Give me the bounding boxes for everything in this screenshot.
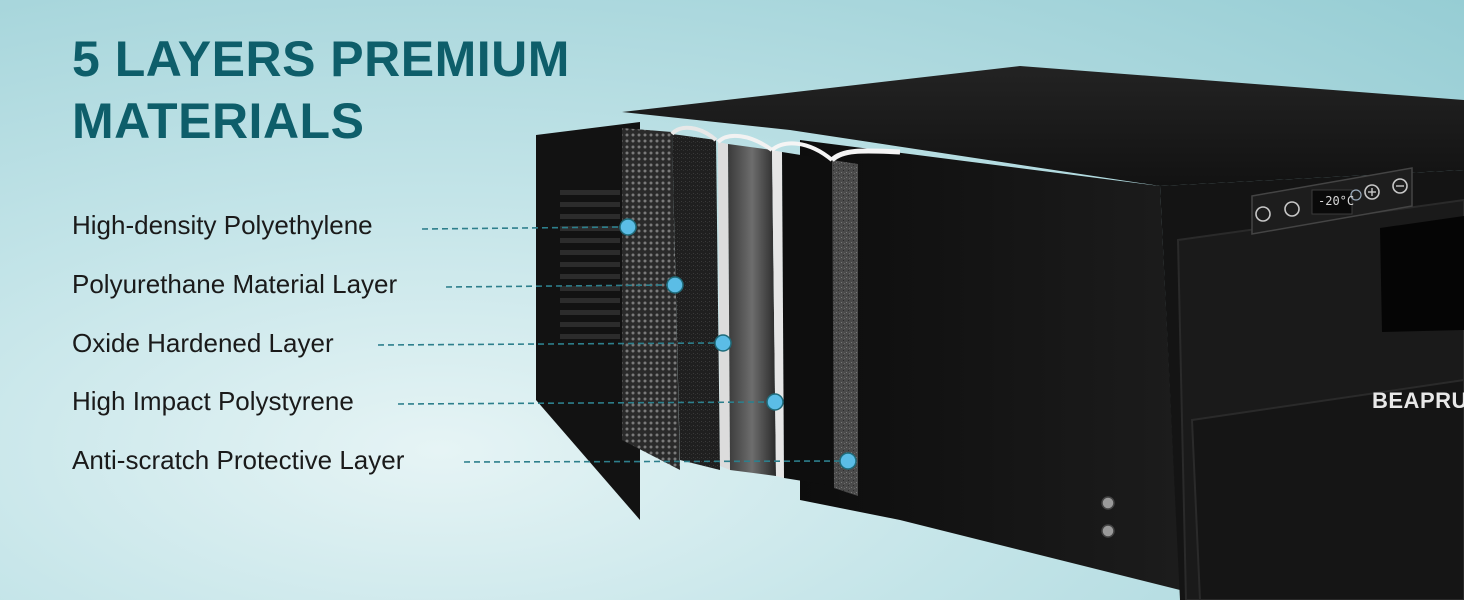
leader-line-5 [463,460,843,463]
temperature-readout: -20°C [1318,194,1355,208]
layer-polyurethane [672,134,720,470]
leader-line-4 [397,401,769,405]
display-screen [1311,189,1353,215]
layer-dot-5 [839,452,857,470]
layer-polystyrene-edge [770,141,834,162]
layer-oxide [718,142,730,470]
layer-antiscratch [832,160,858,496]
layer-polystyrene-body [782,152,834,486]
leader-line-3 [377,342,717,346]
drawer-lower-panel [1190,378,1464,600]
plus-icon [1364,184,1380,200]
layer-label-1: High-density Polyethylene [72,210,373,240]
rear-module [536,122,640,520]
top-face [622,66,1464,186]
settings-icon [1284,201,1300,217]
side-face [800,140,1180,590]
headline-line-1: 5 LAYERS PREMIUM [72,31,570,87]
leader-dots [619,218,857,470]
leader-lines [377,226,843,463]
layer-polyurethane-edge [670,125,718,142]
layer-dot-2 [666,276,684,294]
leader-line-2 [445,284,669,288]
leader-line-1 [421,226,623,230]
power-icon [1255,206,1271,222]
layer-dot-4 [766,393,784,411]
brand-logo: BEAPRUL [1372,388,1464,413]
layer-dot-1 [619,218,637,236]
layer-polyethylene [622,128,680,470]
vent-grille [560,190,620,339]
headline: 5 LAYERS PREMIUM MATERIALS [72,28,570,152]
minus-icon [1392,178,1408,194]
layer-label-3: Oxide Hardened Layer [72,328,334,358]
snowflake-icon [1350,189,1362,201]
layer-label-5: Anti-scratch Protective Layer [72,445,405,475]
layer-oxide-metal [728,144,776,476]
screw-icon [1101,524,1115,538]
layer-antiscratch-edge [830,148,901,162]
headline-line-2: MATERIALS [72,93,365,149]
layer-label-4: High Impact Polystyrene [72,386,354,416]
layer-label-2: Polyurethane Material Layer [72,269,398,299]
layer-oxide-edge [716,133,774,152]
screw-icon [1101,496,1115,510]
drawer-handle [1380,216,1464,332]
layer-dot-3 [714,334,732,352]
